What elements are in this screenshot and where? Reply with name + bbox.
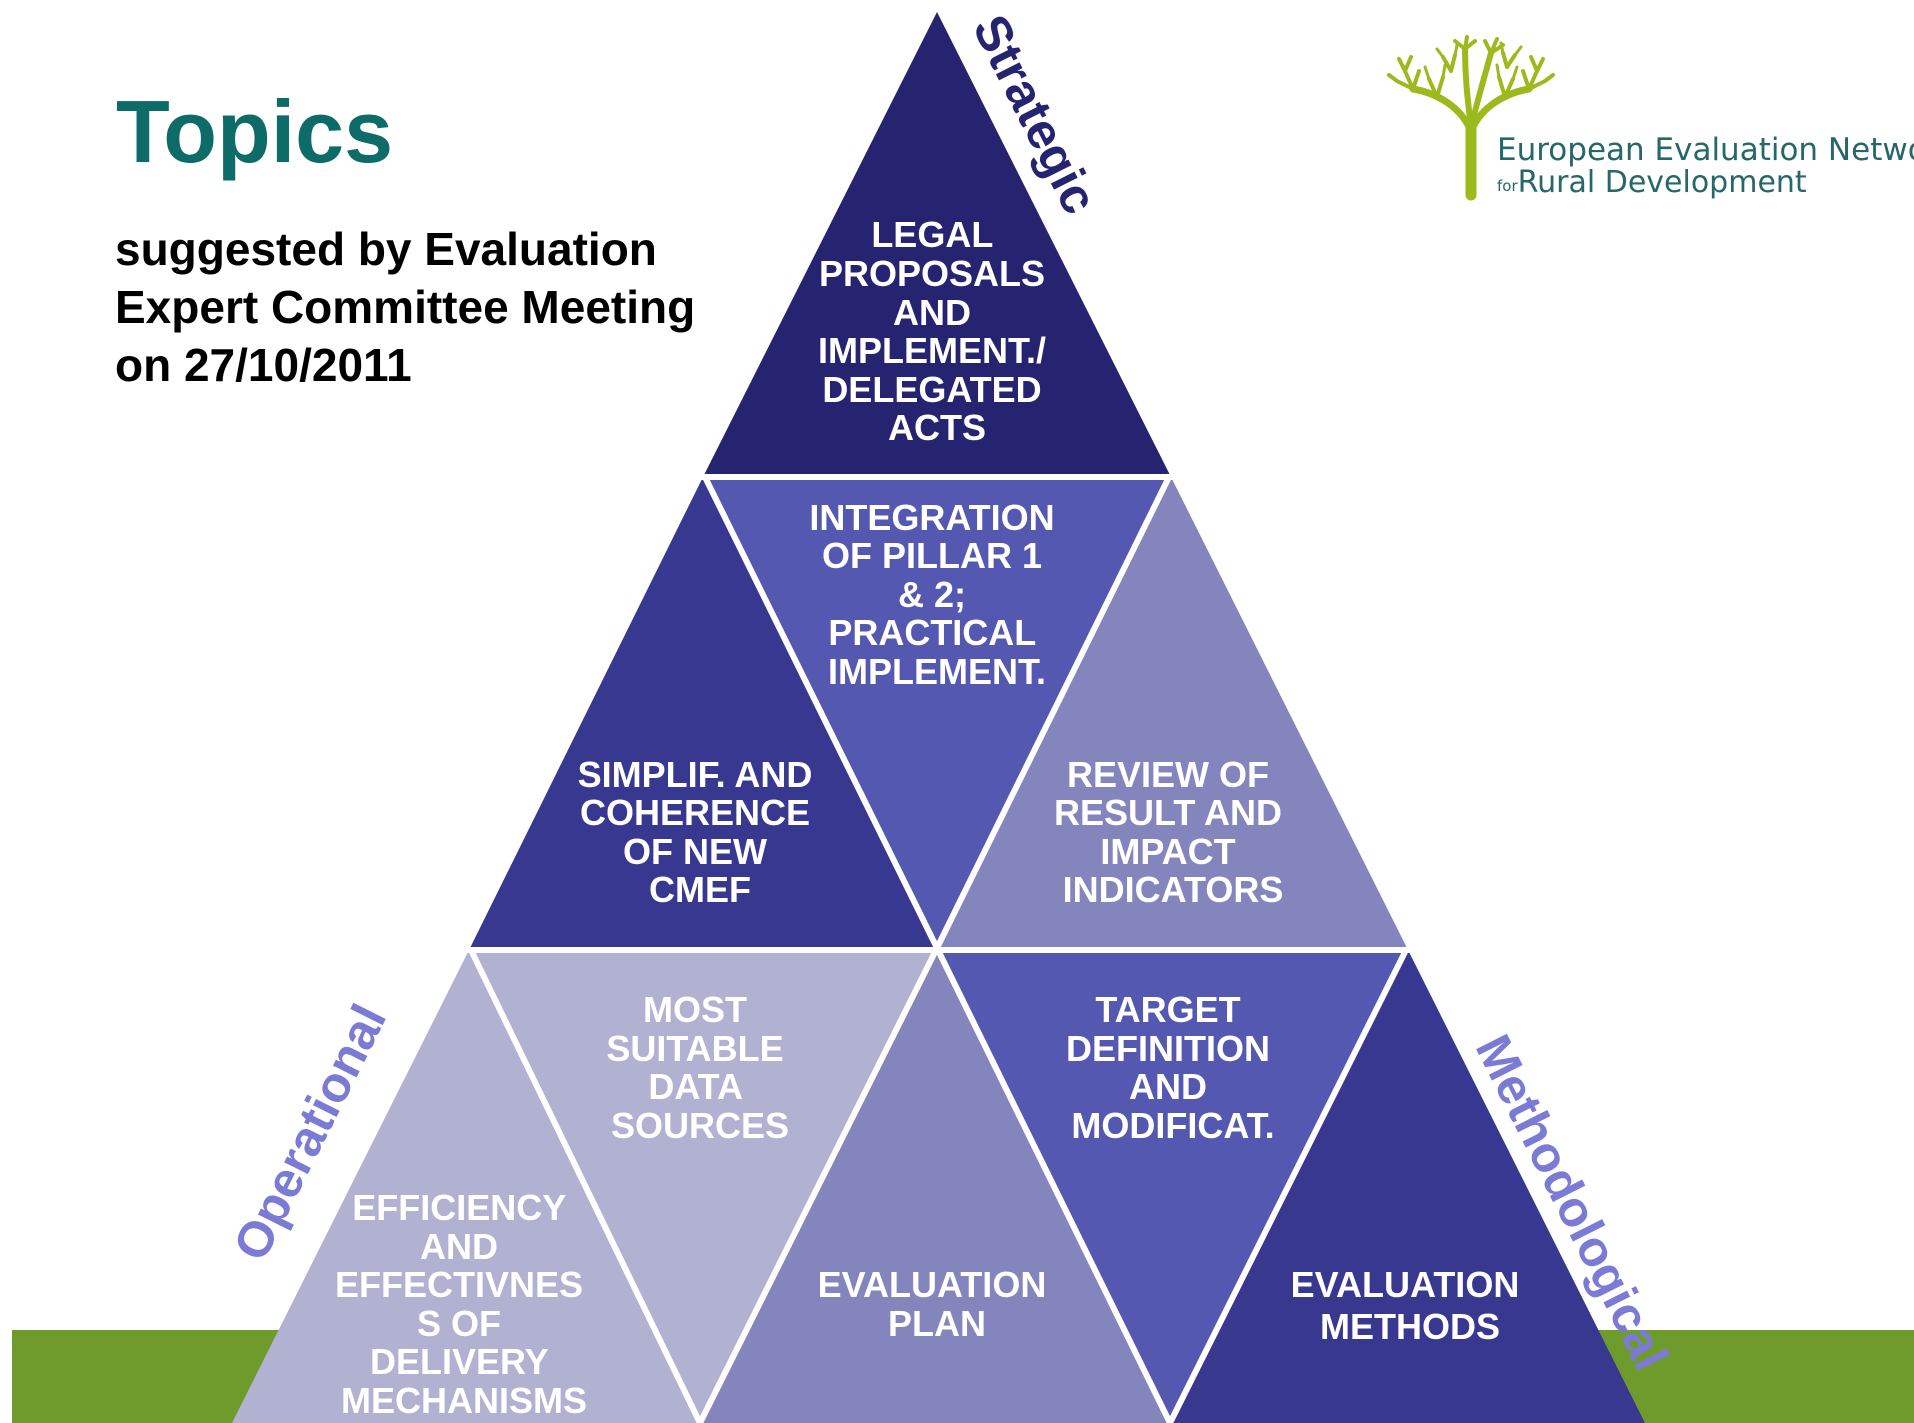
logo-line-2: forRural Development — [1497, 167, 1914, 202]
logo-line-2-text: Rural Development — [1517, 165, 1807, 200]
label-efficiency-line: MECHANISMS — [341, 1380, 587, 1421]
logo-for: for — [1497, 177, 1518, 195]
label-integration: INTEGRATION OF PILLAR 1 & 2; PRACTICAL I… — [809, 497, 1064, 692]
label-simplif: SIMPLIF. AND COHERENCE OF NEW CMEF — [578, 754, 823, 910]
label-review-line: RESULT AND — [1054, 792, 1282, 833]
label-target: TARGET DEFINITION AND MODIFICAT. — [1066, 989, 1280, 1146]
label-evaluation-methods-line: EVALUATION — [1291, 1264, 1520, 1305]
label-target-line: TARGET — [1095, 989, 1240, 1030]
label-simplif-line: SIMPLIF. AND — [578, 754, 813, 795]
label-legal-line: ACTS — [888, 407, 986, 448]
label-data-sources: MOST SUITABLE DATA SOURCES — [606, 989, 793, 1146]
label-legal-line: AND — [893, 292, 971, 333]
label-target-line: AND — [1129, 1066, 1207, 1107]
label-data-sources-line: SUITABLE — [606, 1028, 783, 1069]
label-target-line: MODIFICAT. — [1071, 1105, 1274, 1146]
label-integration-line: PRACTICAL — [828, 612, 1035, 653]
label-simplif-line: COHERENCE — [580, 792, 810, 833]
slide-subtitle: suggested by Evaluation Expert Committee… — [115, 220, 755, 394]
label-simplif-line: OF NEW — [623, 831, 767, 872]
label-integration-line: & 2; — [898, 574, 966, 615]
label-data-sources-line: DATA — [648, 1066, 743, 1107]
label-evaluation-methods-line: METHODS — [1320, 1306, 1500, 1347]
label-efficiency-line: AND — [420, 1226, 498, 1267]
label-integration-line: IMPLEMENT. — [828, 651, 1046, 692]
triangle-efficiency — [232, 948, 700, 1423]
triangle-target — [937, 948, 1407, 1423]
subtitle-line: on 27/10/2011 — [115, 339, 412, 391]
label-integration-line: INTEGRATION — [809, 497, 1054, 538]
label-legal-line: DELEGATED — [822, 369, 1041, 410]
label-efficiency-line: S OF — [417, 1303, 501, 1344]
label-data-sources-line: MOST — [643, 989, 747, 1030]
label-evaluation-plan-line: PLAN — [888, 1303, 986, 1344]
label-efficiency-line: EFFICIENCY — [352, 1187, 566, 1228]
slide-title: Topics — [116, 82, 394, 181]
label-evaluation-plan-line: EVALUATION — [818, 1264, 1047, 1305]
label-legal: LEGAL PROPOSALS AND IMPLEMENT./ DELEGATE… — [818, 214, 1056, 448]
triangle-simplif — [470, 475, 937, 948]
subtitle-line: Expert Committee Meeting — [115, 281, 696, 333]
label-review-line: INDICATORS — [1063, 869, 1284, 910]
separator-lines — [461, 473, 1416, 1423]
label-review-line: REVIEW OF — [1067, 754, 1269, 795]
triangle-evaluation-plan — [700, 948, 1170, 1423]
label-evaluation-plan: EVALUATION PLAN — [818, 1264, 1057, 1344]
triangle-data-sources — [470, 948, 937, 1423]
label-review: REVIEW OF RESULT AND IMPACT INDICATORS — [1054, 754, 1292, 910]
label-data-sources-line: SOURCES — [611, 1105, 789, 1146]
label-evaluation-methods: EVALUATION METHODS — [1291, 1264, 1530, 1347]
label-legal-line: LEGAL — [871, 214, 992, 255]
label-legal-line: PROPOSALS — [819, 253, 1045, 294]
label-review-line: IMPACT — [1100, 831, 1235, 872]
label-integration-line: OF PILLAR 1 — [822, 535, 1042, 576]
label-efficiency: EFFICIENCY AND EFFECTIVNES S OF DELIVERY… — [335, 1187, 593, 1421]
triangle-integration — [704, 475, 1170, 948]
label-target-line: DEFINITION — [1066, 1028, 1270, 1069]
subtitle-line: suggested by Evaluation — [115, 223, 657, 275]
tree-logo-icon — [1387, 35, 1555, 201]
label-efficiency-line: EFFECTIVNES — [335, 1264, 583, 1305]
logo-text: European Evaluation Network forRural Dev… — [1497, 133, 1914, 202]
label-efficiency-line: DELIVERY — [370, 1341, 549, 1382]
triangle-evaluation-methods — [1170, 948, 1645, 1423]
label-legal-line: IMPLEMENT./ — [818, 330, 1046, 371]
triangle-review — [937, 475, 1407, 948]
triangle-legal — [704, 12, 1170, 475]
logo-line-1: European Evaluation Network — [1497, 132, 1914, 168]
label-simplif-line: CMEF — [649, 869, 751, 910]
